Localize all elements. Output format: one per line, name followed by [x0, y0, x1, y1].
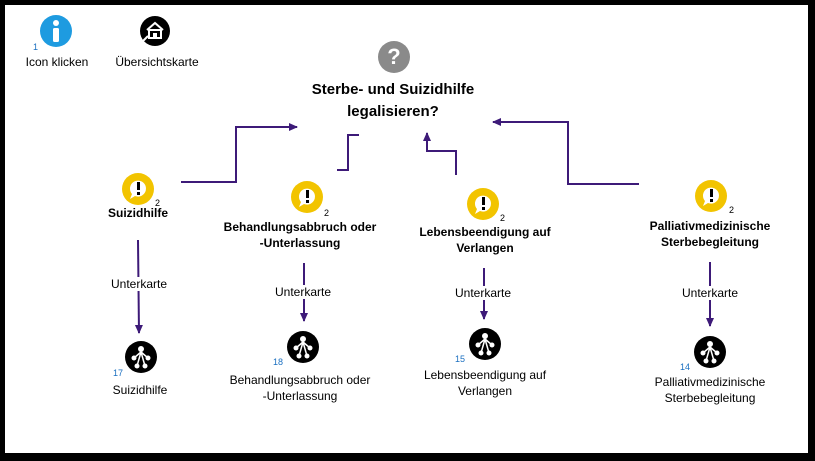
position-label-line2: -Unterlassung — [259, 236, 341, 250]
position-count: 2 — [155, 198, 161, 208]
position-label-lebensbeendigung: Lebensbeendigung auf Verlangen — [405, 224, 565, 256]
question-icon: ? — [378, 41, 410, 73]
submap-tree-icon — [469, 328, 501, 360]
idea-icon — [695, 180, 727, 212]
position-label-line1: Behandlungsabbruch oder — [223, 220, 377, 234]
submap-lebensbeendigung-button[interactable] — [468, 327, 502, 361]
info-button[interactable] — [39, 14, 73, 48]
position-label-line2: Verlangen — [456, 241, 514, 255]
position-label-palliativ: Palliativmedizinische Sterbebegleitung — [630, 218, 790, 250]
submap-palliativ-button[interactable] — [693, 335, 727, 369]
question-title-line1: Sterbe- und Suizidhilfe — [311, 81, 475, 98]
submap-tree-icon — [125, 341, 157, 373]
submap-label-palliativ: Palliativmedizinische Sterbebegleitung — [630, 374, 790, 406]
submap-tree-icon — [287, 331, 319, 363]
edge-label-unterkarte: Unterkarte — [453, 286, 514, 300]
idea-icon — [467, 188, 499, 220]
question-title: Sterbe- und Suizidhilfe legalisieren? — [273, 79, 513, 123]
edge-label-unterkarte: Unterkarte — [273, 285, 334, 299]
submap-suizidhilfe-button[interactable] — [124, 340, 158, 374]
position-label-behandlungsabbruch: Behandlungsabbruch oder -Unterlassung — [215, 219, 385, 251]
position-label-line1: Palliativmedizinische — [649, 219, 771, 233]
info-ref-number: 1 — [33, 42, 39, 52]
position-label-line1: Lebensbeendigung auf — [419, 225, 551, 239]
submap-ref-number: 17 — [113, 368, 124, 378]
submap-tree-icon — [694, 336, 726, 368]
overview-map-button[interactable] — [139, 15, 171, 47]
submap-ref-number: 15 — [455, 354, 466, 364]
info-icon — [40, 15, 72, 47]
idea-icon — [122, 173, 154, 205]
submap-label-line2: Verlangen — [457, 384, 513, 398]
svg-text:?: ? — [387, 44, 400, 69]
home-icon — [140, 16, 170, 46]
position-count: 2 — [500, 213, 506, 223]
submap-label-behandlungsabbruch: Behandlungsabbruch oder -Unterlassung — [215, 372, 385, 404]
position-lebensbeendigung-button[interactable] — [466, 187, 500, 221]
position-behandlungsabbruch-button[interactable] — [290, 180, 324, 214]
map-canvas: 1 Icon klicken Übersichtskarte ? Sterbe-… — [5, 5, 808, 453]
connector-behandlung-to-question — [337, 134, 359, 171]
question-node-button[interactable]: ? — [377, 40, 411, 74]
submap-label-line2: Sterbebegleitung — [664, 391, 756, 405]
connector-palliativ-to-question — [492, 118, 639, 185]
overview-map-label: Übersichtskarte — [115, 55, 199, 69]
edge-label-unterkarte: Unterkarte — [680, 286, 741, 300]
position-palliativ-button[interactable] — [694, 179, 728, 213]
submap-label-lebensbeendigung: Lebensbeendigung auf Verlangen — [405, 367, 565, 399]
idea-icon — [291, 181, 323, 213]
submap-ref-number: 18 — [273, 357, 284, 367]
position-count: 2 — [729, 205, 735, 215]
info-label: Icon klicken — [25, 55, 89, 69]
question-title-line2: legalisieren? — [347, 103, 439, 120]
connector-lebensbeendigung-to-question — [423, 132, 457, 175]
submap-behandlungsabbruch-button[interactable] — [286, 330, 320, 364]
submap-label-line2: -Unterlassung — [262, 389, 338, 403]
position-label-line1: Suizidhilfe — [108, 206, 168, 220]
position-label-suizidhilfe: Suizidhilfe — [93, 205, 183, 221]
submap-label-line1: Suizidhilfe — [112, 383, 168, 397]
position-suizidhilfe-button[interactable] — [121, 172, 155, 206]
edge-label-unterkarte: Unterkarte — [109, 277, 170, 291]
position-count: 2 — [324, 208, 330, 218]
submap-label-suizidhilfe: Suizidhilfe — [95, 382, 185, 398]
submap-label-line1: Behandlungsabbruch oder — [229, 373, 371, 387]
connector-suizidhilfe-to-question — [181, 123, 298, 183]
submap-label-line1: Palliativmedizinische — [654, 375, 766, 389]
submap-ref-number: 14 — [680, 362, 691, 372]
position-label-line2: Sterbebegleitung — [660, 235, 759, 249]
submap-label-line1: Lebensbeendigung auf — [423, 368, 547, 382]
